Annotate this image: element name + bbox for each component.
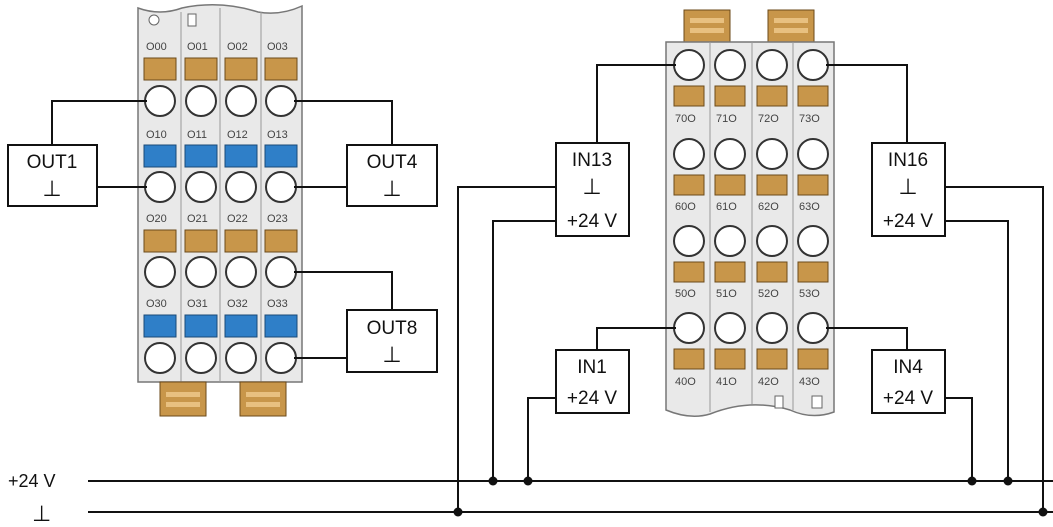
input-row-4-labels: 40O 41O 42O 43O: [675, 376, 820, 388]
terminal-label: O30: [146, 298, 167, 310]
ground-icon: ⊥: [898, 174, 917, 199]
ground-icon: ⊥: [42, 176, 61, 201]
output-row-2-labels: O20 O21 O22 O23: [146, 213, 288, 225]
load-out4: OUT4 ⊥: [346, 144, 438, 207]
terminal-label: O03: [267, 41, 288, 53]
supply-label: +24 V: [567, 388, 618, 409]
supply-label: +24 V: [883, 388, 934, 409]
orange-latches: [143, 57, 298, 253]
input-module: 70O 71O 72O 73O 60O 61O 62O 63O 50O 51O …: [665, 9, 835, 417]
terminal-label: 63O: [799, 201, 820, 213]
output-row-1-labels: O10 O11 O12 O13: [146, 129, 288, 141]
terminal-label: 50O: [675, 288, 696, 300]
output-module: O00 O01 O02 O03 O10 O11 O12 O13 O20 O21 …: [137, 4, 303, 417]
ground-icon: ⊥: [582, 174, 601, 199]
load-label: OUT1: [27, 152, 78, 173]
load-label: OUT8: [367, 318, 418, 339]
blue-latches: [143, 144, 298, 338]
input-row-5-labels: 50O 51O 52O 53O: [675, 288, 820, 300]
terminal-label: O23: [267, 213, 288, 225]
input-row-6-labels: 60O 61O 62O 63O: [675, 201, 820, 213]
input-in1: IN1 +24 V: [555, 349, 630, 414]
load-label: OUT4: [367, 152, 418, 173]
wires: [51, 64, 1053, 513]
terminal-label: 51O: [716, 288, 737, 300]
input-in13: IN13 ⊥ +24 V: [555, 142, 630, 237]
terminal-label: 53O: [799, 288, 820, 300]
terminal-label: O01: [187, 41, 208, 53]
terminal-label: O13: [267, 129, 288, 141]
terminal-label: 70O: [675, 113, 696, 125]
terminal-label: 40O: [675, 376, 696, 388]
terminal-label: 41O: [716, 376, 737, 388]
output-row-3-labels: O30 O31 O32 O33: [146, 298, 288, 310]
input-label: IN4: [893, 357, 923, 378]
terminal-label: O00: [146, 41, 167, 53]
input-label: IN1: [577, 357, 607, 378]
terminal-label: 43O: [799, 376, 820, 388]
input-in4: IN4 +24 V: [871, 349, 946, 414]
load-out8: OUT8 ⊥: [346, 309, 438, 373]
ground-icon: ⊥: [382, 176, 401, 201]
output-row-0-labels: O00 O01 O02 O03: [146, 41, 288, 53]
input-terminals: [673, 49, 829, 344]
terminal-label: 72O: [758, 113, 779, 125]
input-row-7-labels: 70O 71O 72O 73O: [675, 113, 820, 125]
input-latches: [673, 85, 829, 370]
terminal-label: O31: [187, 298, 208, 310]
supply-label: +24 V: [883, 211, 934, 232]
terminal-label: O02: [227, 41, 248, 53]
terminal-label: O10: [146, 129, 167, 141]
input-label: IN13: [572, 150, 612, 171]
terminal-label: 61O: [716, 201, 737, 213]
terminal-label: 42O: [758, 376, 779, 388]
terminal-label: 60O: [675, 201, 696, 213]
ground-icon: ⊥: [382, 342, 401, 367]
terminal-label: O11: [187, 129, 207, 141]
terminal-label: O21: [187, 213, 208, 225]
terminal-label: O20: [146, 213, 167, 225]
terminal-label: O32: [227, 298, 248, 310]
terminal-label: 73O: [799, 113, 820, 125]
input-in16: IN16 ⊥ +24 V: [871, 142, 946, 237]
load-out1: OUT1 ⊥: [7, 144, 98, 207]
terminal-label: O12: [227, 129, 248, 141]
terminal-label: 62O: [758, 201, 779, 213]
terminal-label: O33: [267, 298, 288, 310]
output-terminals: [144, 85, 297, 374]
ground-bus-icon: ⊥: [32, 501, 51, 526]
terminal-label: 52O: [758, 288, 779, 300]
terminal-label: 71O: [716, 113, 737, 125]
terminal-label: O22: [227, 213, 248, 225]
junction-dots: [453, 476, 1048, 517]
supply-label: +24 V: [567, 211, 618, 232]
supply-bus-label: +24 V: [8, 471, 56, 491]
input-label: IN16: [888, 150, 928, 171]
